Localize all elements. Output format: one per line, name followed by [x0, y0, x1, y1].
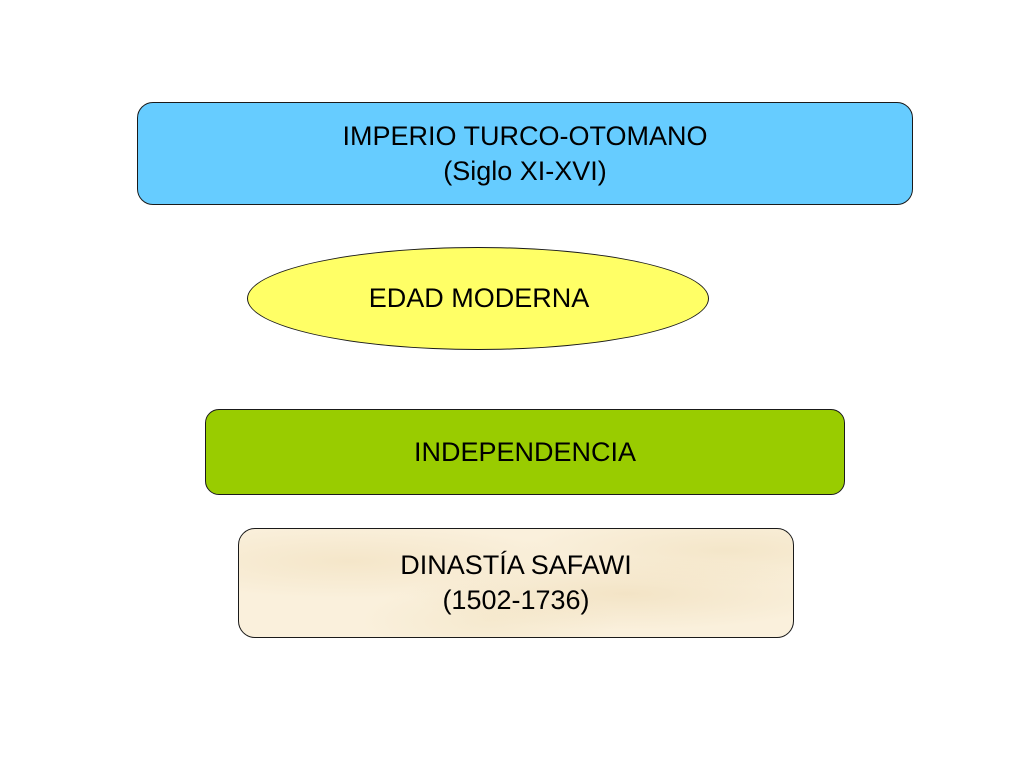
independencia-box: INDEPENDENCIA [205, 409, 845, 495]
imperio-title: IMPERIO TURCO-OTOMANO [342, 120, 708, 151]
safawi-period: (1502-1736) [442, 585, 590, 615]
imperio-period: (Siglo XI-XVI) [443, 155, 607, 186]
dinastia-safawi-box: DINASTÍA SAFAWI (1502-1736) [238, 528, 794, 638]
imperio-turco-otomano-box: IMPERIO TURCO-OTOMANO (Siglo XI-XVI) [137, 102, 913, 205]
independencia-label: INDEPENDENCIA [413, 436, 637, 467]
safawi-title: DINASTÍA SAFAWI [400, 550, 632, 580]
edad-moderna-ellipse: EDAD MODERNA [247, 247, 709, 350]
edad-moderna-label: EDAD MODERNA [368, 283, 590, 313]
